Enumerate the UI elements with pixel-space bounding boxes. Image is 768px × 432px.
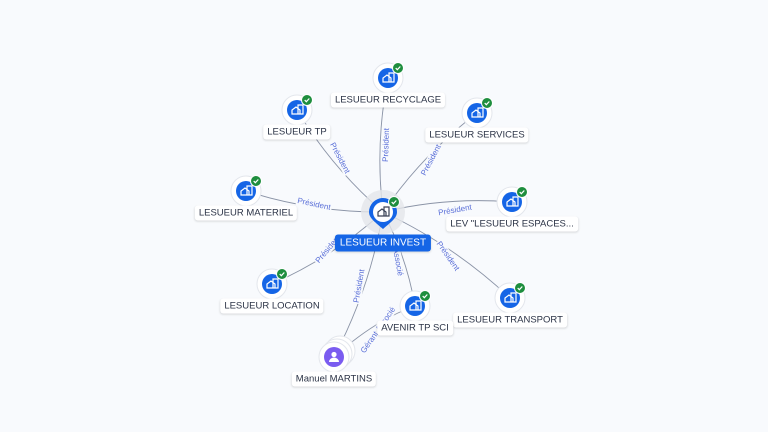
- company-icon: [240, 185, 253, 196]
- verified-check-icon: [481, 97, 493, 109]
- company-icon: [291, 104, 304, 115]
- node-label-avenir[interactable]: AVENIR TP SCI: [377, 320, 453, 336]
- verified-check-icon: [276, 268, 288, 280]
- person-icon: [329, 351, 339, 362]
- node-label-transport[interactable]: LESUEUR TRANSPORT: [453, 312, 567, 328]
- node-label-manuel[interactable]: Manuel MARTINS: [291, 371, 377, 387]
- verified-check-icon: [388, 196, 400, 208]
- center-node[interactable]: [361, 190, 405, 234]
- company-icon: [506, 196, 519, 207]
- verified-check-icon: [419, 290, 431, 302]
- node-label-recyclage[interactable]: LESUEUR RECYCLAGE: [330, 92, 446, 108]
- verified-check-icon: [392, 62, 404, 74]
- node-label-tp[interactable]: LESUEUR TP: [263, 124, 331, 140]
- company-icon: [377, 206, 390, 217]
- node-label-lev[interactable]: LEV "LESUEUR ESPACES...: [446, 216, 578, 232]
- company-icon: [504, 292, 517, 303]
- node-label-services[interactable]: LESUEUR SERVICES: [425, 127, 529, 143]
- node-label-location[interactable]: LESUEUR LOCATION: [220, 298, 324, 314]
- verified-check-icon: [301, 94, 313, 106]
- company-icon: [471, 107, 484, 118]
- company-icon: [409, 300, 422, 311]
- node-manuel[interactable]: [318, 335, 356, 373]
- company-icon: [382, 72, 395, 83]
- center-node-label[interactable]: LESUEUR INVEST: [334, 234, 432, 252]
- verified-check-icon: [514, 282, 526, 294]
- edge-label: Président: [380, 126, 392, 164]
- node-label-materiel[interactable]: LESUEUR MATERIEL: [194, 205, 298, 221]
- company-icon: [266, 278, 279, 289]
- verified-check-icon: [250, 175, 262, 187]
- verified-check-icon: [516, 186, 528, 198]
- node-location[interactable]: [256, 268, 288, 300]
